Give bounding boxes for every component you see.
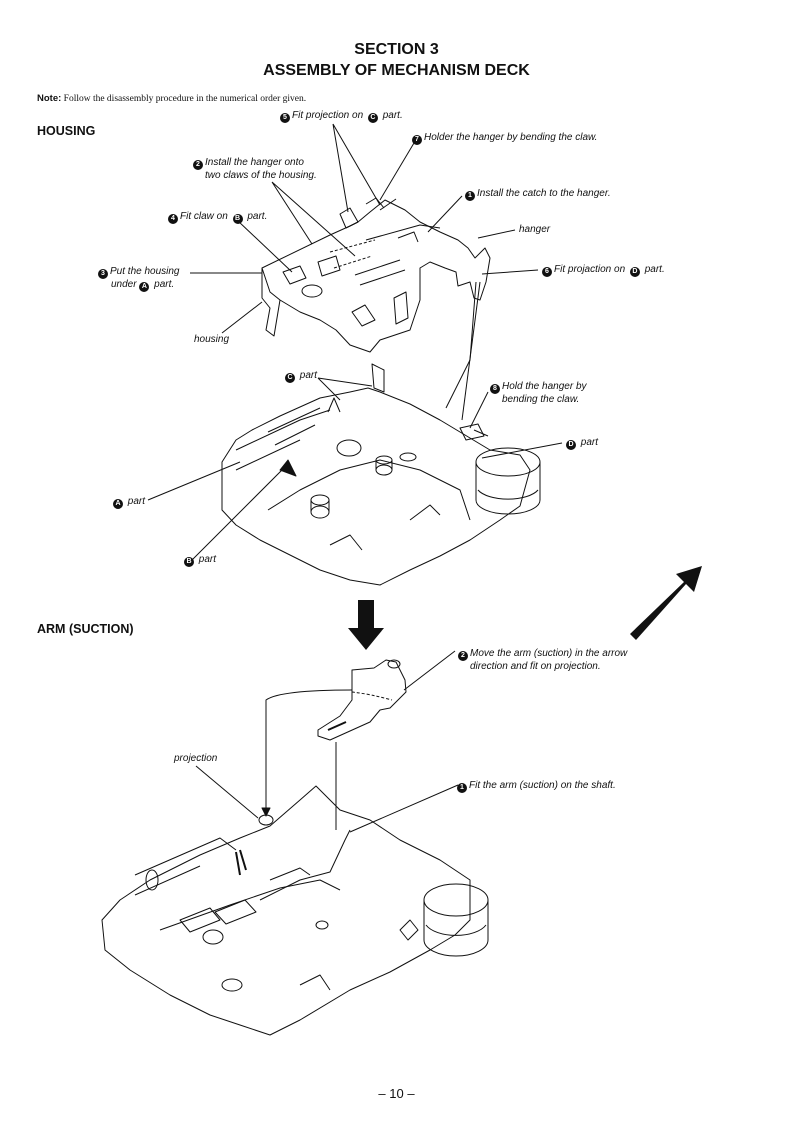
housing-label: housing	[194, 334, 230, 345]
part-letter-badge: B	[184, 557, 194, 567]
callout-text: Fit claw on	[180, 211, 231, 222]
step-number-badge: 1	[457, 783, 467, 793]
section-number: SECTION 3	[354, 41, 439, 58]
callout-text: part	[125, 496, 146, 507]
note: Note: Follow the disassembly procedure i…	[37, 93, 306, 104]
step-number-badge: 3	[98, 269, 108, 279]
callout-text: Put the housing	[110, 266, 180, 277]
part-letter-badge: B	[232, 214, 243, 224]
callout-text: Install the catch to the hanger.	[477, 188, 611, 199]
callout-text: part.	[151, 279, 175, 290]
part-letter-badge: A	[139, 282, 150, 292]
callout-text: Hold the hanger by	[502, 381, 587, 392]
note-label: Note:	[37, 93, 62, 104]
step-number-badge: 4	[168, 214, 178, 224]
part-letter-badge: C	[367, 113, 378, 123]
part-letter-badge: A	[113, 499, 123, 509]
arm-suction-drawing	[101, 650, 489, 1036]
step-number-badge: 8	[490, 384, 500, 394]
callout-text: part	[196, 554, 217, 565]
callout-text: part	[578, 437, 599, 448]
part-letter-badge: D	[629, 267, 640, 277]
part-c-label: C part	[285, 370, 317, 383]
callout-text: part.	[641, 264, 665, 275]
down-arrow-icon	[348, 600, 384, 650]
callout-text: Holder the hanger by bending the claw.	[424, 132, 598, 143]
callout-text: part.	[244, 211, 268, 222]
step-number-badge: 6	[542, 267, 552, 277]
callout-text: Fit projaction on	[554, 264, 628, 275]
housing-leader-lines	[190, 123, 539, 421]
callout-text: bending the claw.	[502, 394, 580, 405]
step-number-badge: 5	[280, 113, 290, 123]
step-number-badge: 2	[458, 651, 468, 661]
step-number-badge: 1	[465, 191, 475, 201]
callout-text: Install the hanger onto	[205, 157, 304, 168]
projection-label: projection	[174, 753, 218, 764]
housing-part-drawing	[261, 197, 491, 353]
note-text: Follow the disassembly procedure in the …	[61, 94, 307, 104]
step-number-badge: 2	[193, 160, 203, 170]
page-title: ASSEMBLY OF MECHANISM DECK	[263, 62, 530, 79]
part-d-label: D part	[566, 437, 598, 450]
diagonal-arrow-icon	[630, 566, 702, 640]
part-a-label: A part	[113, 496, 145, 509]
hanger-label: hanger	[519, 224, 551, 235]
callout-text: Fit the arm (suction) on the shaft.	[469, 780, 616, 791]
arm-suction-heading: ARM (SUCTION)	[37, 622, 134, 636]
callout-text: direction and fit on projection.	[470, 661, 601, 672]
callout-text: under	[111, 279, 140, 290]
step-number-badge: 7	[412, 135, 422, 145]
part-letter-badge: C	[285, 373, 295, 383]
callout-text: Fit projection on	[292, 110, 366, 121]
housing-heading: HOUSING	[37, 124, 96, 138]
callout-text: part	[297, 370, 318, 381]
part-b-label: B part	[184, 554, 216, 567]
part-letter-badge: D	[566, 440, 576, 450]
callout-text: Move the arm (suction) in the arrow	[470, 648, 628, 659]
mechanism-deck-drawing	[147, 281, 563, 586]
callout-text: part.	[379, 110, 403, 121]
page-number: – 10 –	[378, 1086, 415, 1101]
callout-text: two claws of the housing.	[205, 170, 317, 181]
